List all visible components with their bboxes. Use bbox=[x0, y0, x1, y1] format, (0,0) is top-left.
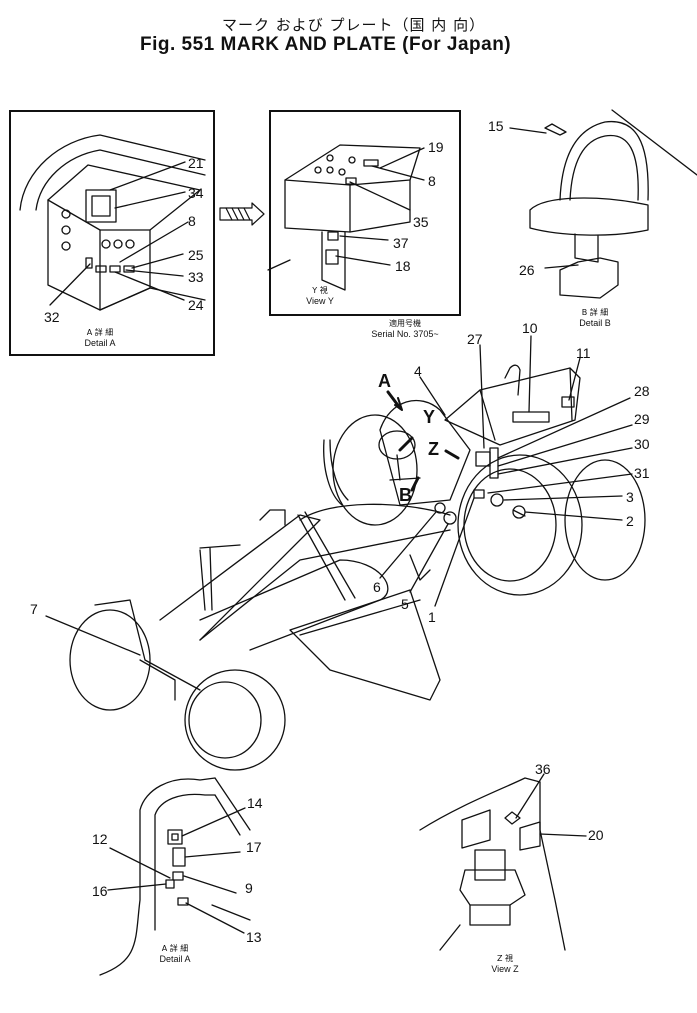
callout-25: 25 bbox=[188, 247, 204, 263]
callout-35: 35 bbox=[413, 214, 429, 230]
callout-14: 14 bbox=[247, 795, 263, 811]
callout-24: 24 bbox=[188, 297, 204, 313]
callout-5: 5 bbox=[401, 596, 409, 612]
callout-1: 1 bbox=[428, 609, 436, 625]
serial-caption: 適用号機 Serial No. 3705~ bbox=[371, 319, 439, 339]
callout-2: 2 bbox=[626, 513, 634, 529]
callout-21: 21 bbox=[188, 155, 204, 171]
callout-32: 32 bbox=[44, 309, 60, 325]
view-y-drawing bbox=[267, 144, 425, 291]
callout-28: 28 bbox=[634, 383, 650, 399]
callout-26: 26 bbox=[519, 262, 535, 278]
callout-3: 3 bbox=[626, 489, 634, 505]
callout-12: 12 bbox=[92, 831, 108, 847]
callout-30: 30 bbox=[634, 436, 650, 452]
callout-8-view-y: 8 bbox=[428, 173, 436, 189]
view-letter-b: B bbox=[399, 485, 412, 505]
callout-34: 34 bbox=[188, 185, 204, 201]
callout-13: 13 bbox=[246, 929, 262, 945]
callout-4: 4 bbox=[414, 363, 422, 379]
page-title: Fig. 551 MARK AND PLATE (For Japan) bbox=[140, 34, 512, 55]
callout-27: 27 bbox=[467, 331, 483, 347]
detail-a-bottom-caption: A 詳 細 Detail A bbox=[159, 944, 191, 964]
hatched-arrow bbox=[219, 202, 265, 226]
view-y-panel bbox=[269, 110, 461, 316]
view-z-caption: Z 視 View Z bbox=[491, 954, 519, 974]
callout-20: 20 bbox=[588, 827, 604, 843]
callout-16: 16 bbox=[92, 883, 108, 899]
callout-29: 29 bbox=[634, 411, 650, 427]
callout-15: 15 bbox=[488, 118, 504, 134]
callout-8: 8 bbox=[188, 213, 196, 229]
callout-7: 7 bbox=[30, 601, 38, 617]
callout-11: 11 bbox=[576, 345, 591, 361]
callout-19: 19 bbox=[428, 139, 444, 155]
grader-drawing bbox=[45, 335, 646, 771]
callout-9: 9 bbox=[245, 880, 253, 896]
callout-36: 36 bbox=[535, 761, 551, 777]
detail-b-seat-drawing bbox=[509, 109, 697, 299]
callout-18: 18 bbox=[395, 258, 411, 274]
detail-a-top-caption: A 詳 細 Detail A bbox=[84, 328, 116, 348]
callout-17: 17 bbox=[246, 839, 262, 855]
callout-33: 33 bbox=[188, 269, 204, 285]
callout-37: 37 bbox=[393, 235, 409, 251]
view-letter-y: Y bbox=[423, 407, 436, 427]
callout-10: 10 bbox=[522, 320, 538, 336]
view-letter-a: A bbox=[378, 371, 391, 391]
title-japanese: マーク および プレート（国 内 向） bbox=[222, 16, 486, 34]
detail-b-caption: B 詳 細 Detail B bbox=[579, 308, 611, 328]
detail-a-console-drawing bbox=[19, 134, 206, 311]
callout-6: 6 bbox=[373, 579, 381, 595]
view-z-drawing bbox=[419, 773, 587, 951]
detail-a-bottom-drawing bbox=[99, 777, 251, 976]
detail-a-top-panel bbox=[9, 110, 215, 356]
callout-31: 31 bbox=[634, 465, 650, 481]
view-letter-z: Z bbox=[428, 439, 439, 459]
view-y-caption: Y 視 View Y bbox=[306, 286, 334, 306]
